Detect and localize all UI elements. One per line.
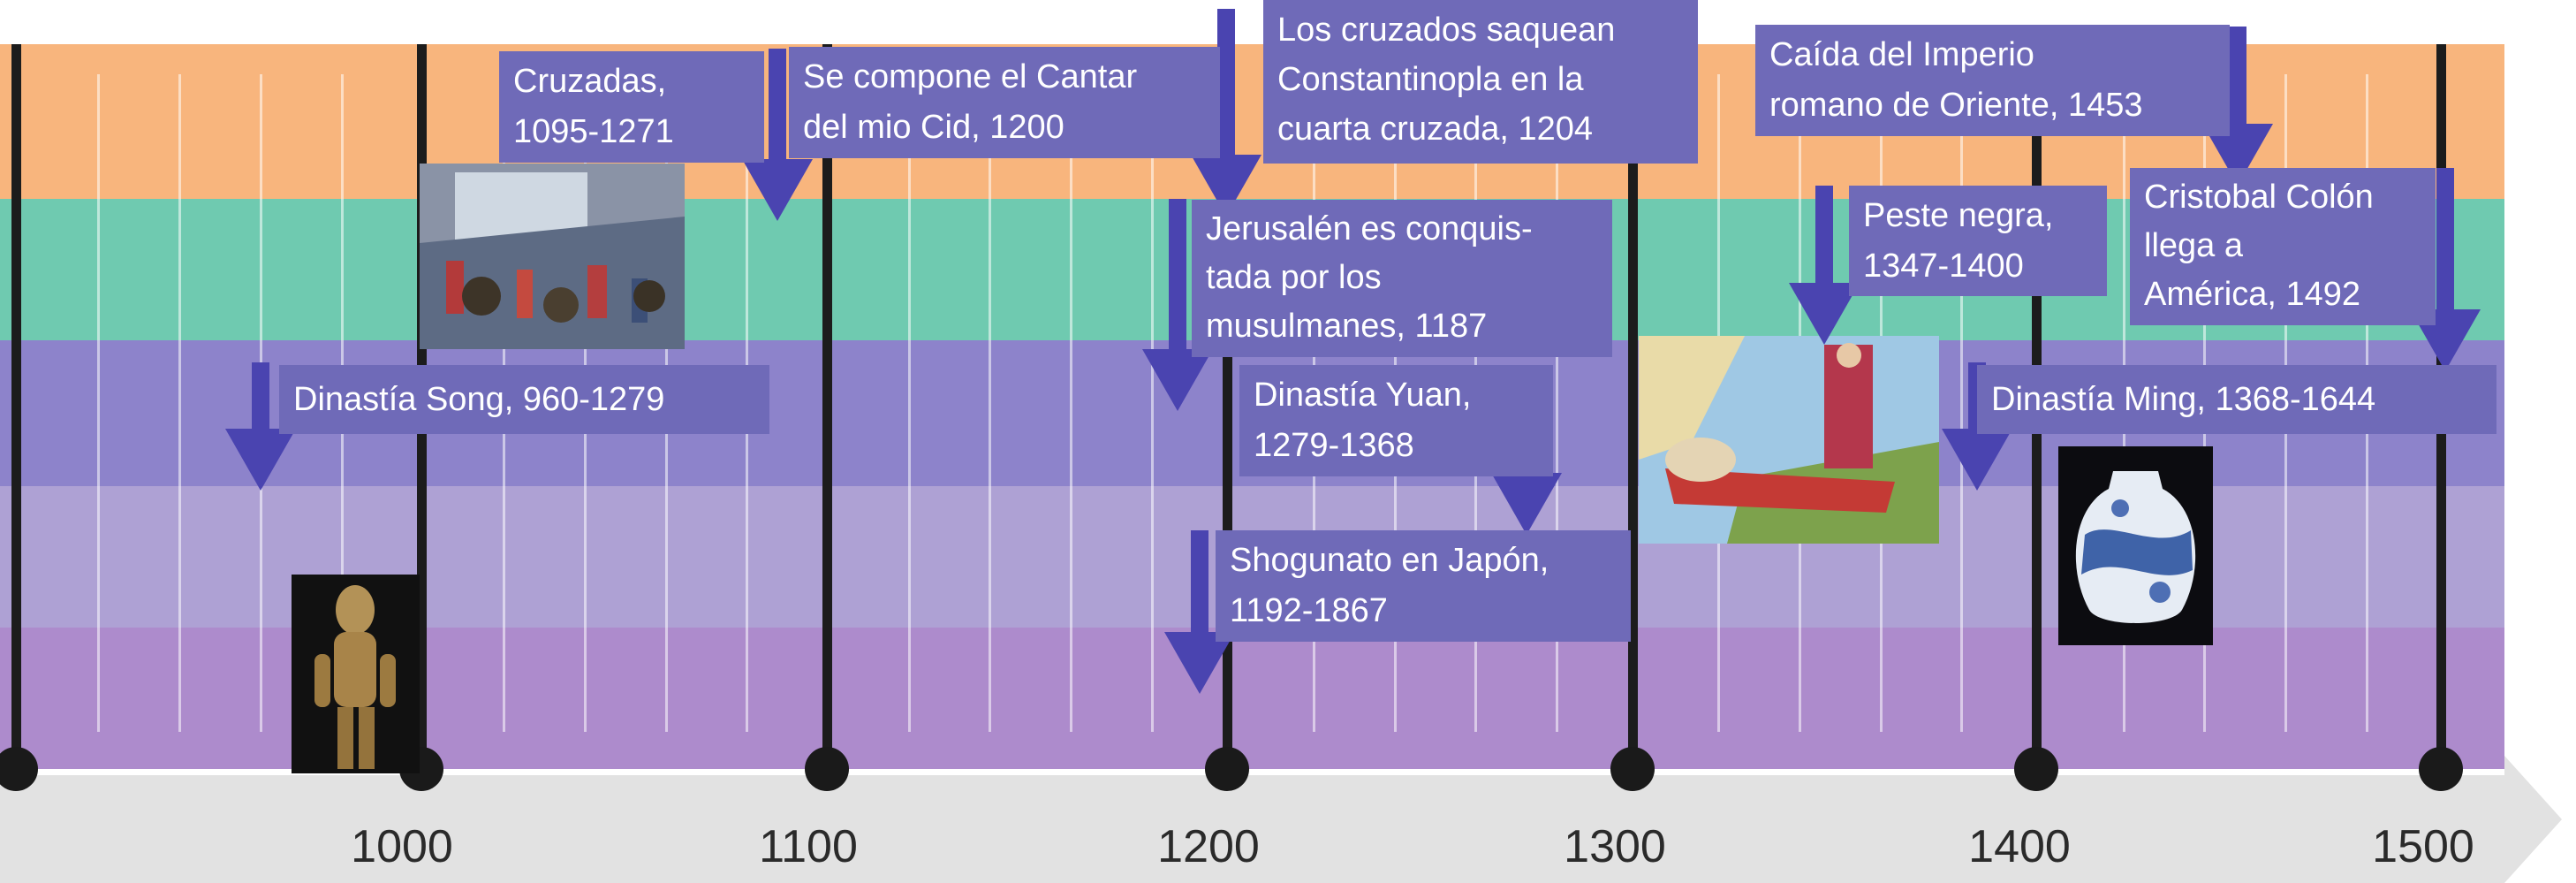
- arrow-down-icon: [1789, 186, 1860, 345]
- axis-tick-label: 1000: [351, 821, 453, 872]
- century-line: [11, 44, 21, 769]
- event-label-shogunato: Shogunato en Japón, 1192-1867: [1216, 530, 1631, 642]
- axis-dot: [0, 747, 38, 791]
- arrow-down-icon: [1164, 530, 1235, 694]
- axis-dot-1500: [2419, 747, 2463, 791]
- axis-tick-label: 1100: [759, 821, 858, 872]
- event-label-cruzadas: Cruzadas, 1095-1271: [499, 51, 764, 163]
- axis-dot-1400: [2014, 747, 2058, 791]
- event-label-ming: Dinastía Ming, 1368-1644: [1977, 365, 2496, 434]
- event-label-song: Dinastía Song, 960-1279: [279, 365, 769, 434]
- axis-tick-label: 1300: [1564, 821, 1666, 872]
- minor-gridline: [1070, 74, 1072, 732]
- event-label-imperio: Caída del Imperio romano de Oriente, 145…: [1755, 25, 2230, 136]
- arrow-down-icon: [1191, 9, 1261, 217]
- axis-dot-1200: [1205, 747, 1249, 791]
- axis-tick-label: 1500: [2372, 821, 2474, 872]
- arrow-down-icon: [742, 49, 813, 221]
- axis-strip: [0, 756, 2562, 883]
- arrow-down-icon: [1142, 199, 1213, 411]
- axis-tick-label: 1400: [1968, 821, 2071, 872]
- arrow-down-icon: [2202, 27, 2273, 186]
- minor-gridline: [178, 74, 181, 732]
- event-label-peste: Peste negra, 1347-1400: [1849, 186, 2107, 296]
- century-line-1300: [1628, 44, 1638, 769]
- event-label-colon: Cristobal Colón llega a América, 1492: [2130, 168, 2436, 325]
- minor-gridline: [1556, 74, 1558, 732]
- minor-gridline: [989, 74, 991, 732]
- minor-gridline: [97, 74, 100, 732]
- event-label-jerusalen: Jerusalén es conquis- tada por los musul…: [1192, 200, 1612, 357]
- century-line-1100: [822, 44, 832, 769]
- statue-image: [292, 575, 420, 773]
- plague-image: [1639, 336, 1939, 544]
- minor-gridline: [1151, 74, 1154, 732]
- century-line-1200: [1223, 44, 1232, 769]
- axis-dot-1100: [805, 747, 849, 791]
- crusade-battle-image: [420, 164, 685, 349]
- minor-gridline: [1960, 74, 1963, 732]
- arrow-down-icon: [225, 362, 296, 491]
- event-label-cantar: Se compone el Cantar del mio Cid, 1200: [789, 47, 1220, 158]
- axis-dot-1300: [1610, 747, 1655, 791]
- event-label-yuan: Dinastía Yuan, 1279-1368: [1239, 365, 1553, 476]
- event-label-constantinopla: Los cruzados saquean Constantinopla en l…: [1263, 0, 1698, 164]
- axis-tick-label: 1200: [1157, 821, 1260, 872]
- minor-gridline: [908, 74, 911, 732]
- ming-vase-image: [2058, 446, 2213, 645]
